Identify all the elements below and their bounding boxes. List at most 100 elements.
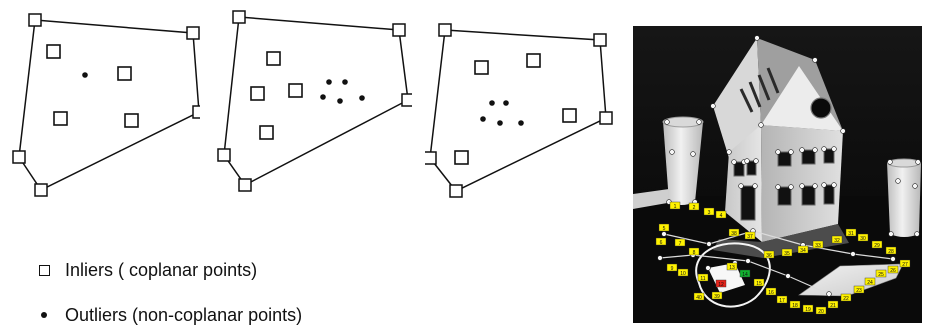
marker-label-box	[875, 269, 887, 278]
marker-label-text: 32	[834, 238, 840, 244]
marker-label-tag: 36	[763, 250, 775, 259]
inlier-marker	[454, 150, 469, 165]
feature-point	[799, 147, 805, 153]
marker-label-box	[674, 238, 686, 247]
inlier-marker	[250, 86, 265, 101]
marker-label-tag: 20	[815, 306, 827, 315]
marker-label-tag: 4	[715, 210, 727, 219]
outlier-marker	[503, 100, 509, 106]
marker-label-box	[715, 279, 727, 288]
marker-label-text: 9	[671, 266, 674, 272]
feature-point	[785, 273, 791, 279]
marker-label-text: 37	[747, 234, 753, 240]
marker-label-tag: 5	[658, 223, 670, 232]
right-mug-rim	[887, 158, 921, 168]
marker-label-box	[857, 233, 869, 242]
marker-label-text: 21	[830, 303, 836, 309]
feature-point	[888, 231, 894, 237]
feature-point	[710, 103, 716, 109]
feature-point	[706, 241, 712, 247]
corner-marker	[401, 93, 412, 107]
side-window	[801, 185, 816, 206]
marker-label-tag: 12	[715, 279, 727, 288]
marker-label-tag: 3	[703, 207, 715, 216]
marker-label-tag: 31	[845, 228, 857, 237]
marker-label-box	[744, 231, 756, 240]
side-window	[777, 186, 792, 206]
marker-label-text: 40	[696, 295, 702, 301]
marker-label-text: 12	[718, 282, 724, 288]
marker-label-box	[726, 262, 738, 271]
feature-point	[775, 184, 781, 190]
tape-loop	[695, 242, 771, 308]
marker-label-text: 25	[878, 272, 884, 278]
marker-label-box	[669, 201, 681, 210]
corner-marker	[449, 184, 463, 198]
feature-point	[821, 182, 827, 188]
inlier-marker	[474, 60, 489, 75]
inlier-marker	[526, 53, 541, 68]
outlier-marker	[518, 120, 524, 126]
feature-point	[799, 183, 805, 189]
feature-point	[705, 265, 711, 271]
marker-label-text: 3	[708, 210, 711, 216]
diagram-2-canvas	[217, 10, 412, 192]
feature-point	[890, 256, 896, 262]
square-marker-icon	[36, 262, 52, 278]
marker-label-text: 13	[729, 265, 735, 271]
marker-label-tag: 34	[797, 245, 809, 254]
gable-window	[810, 97, 832, 119]
marker-label-box	[802, 304, 814, 313]
corner-marker	[238, 178, 252, 192]
marker-label-tag: 13	[726, 262, 738, 271]
roof-slats	[739, 67, 780, 113]
marker-label-box	[688, 247, 700, 256]
corner-marker	[593, 33, 607, 47]
marker-label-box	[658, 223, 670, 232]
marker-label-tag: 35	[781, 248, 793, 257]
marker-label-text: 30	[860, 236, 866, 242]
marker-label-tag: 32	[831, 235, 843, 244]
feature-point	[821, 146, 827, 152]
marker-label-box	[655, 237, 667, 246]
marker-label-text: 34	[800, 248, 806, 254]
feature-point	[826, 291, 832, 297]
marker-label-text: 39	[714, 294, 720, 300]
left-cup	[663, 117, 703, 205]
feature-point	[731, 159, 737, 165]
marker-label-text: 36	[766, 253, 772, 259]
marker-label-box	[845, 228, 857, 237]
marker-label-box	[693, 292, 705, 301]
feature-point	[850, 251, 856, 257]
feature-point	[812, 57, 818, 63]
marker-label-tag: 33	[812, 240, 824, 249]
corner-marker	[232, 10, 246, 24]
corner-marker	[34, 183, 48, 197]
marker-label-box	[812, 240, 824, 249]
marker-label-tag: 37	[744, 231, 756, 240]
house-roof-front	[713, 38, 761, 158]
marker-label-tag: 7	[674, 238, 686, 247]
marker-label-tag: 28	[885, 246, 897, 255]
marker-label-box	[677, 268, 689, 277]
diagram-panel-3	[425, 0, 625, 210]
corner-marker	[192, 105, 200, 119]
corner-marker	[438, 23, 452, 37]
feature-point	[831, 146, 837, 152]
feature-point	[657, 255, 663, 261]
house-base	[713, 224, 849, 258]
marker-label-tag: 15	[753, 278, 765, 287]
marker-label-tag: 19	[802, 304, 814, 313]
tracking-link	[663, 230, 894, 260]
marker-label-box	[781, 248, 793, 257]
marker-label-box	[831, 235, 843, 244]
marker-label-tag: 9	[666, 263, 678, 272]
paper-sheet	[633, 189, 673, 209]
marker-label-tag: 18	[789, 300, 801, 309]
marker-label-text: 11	[700, 276, 705, 282]
marker-label-text: 35	[784, 251, 790, 257]
feature-point	[752, 183, 758, 189]
side-window	[777, 151, 792, 167]
marker-label-tag: 14	[739, 269, 751, 278]
